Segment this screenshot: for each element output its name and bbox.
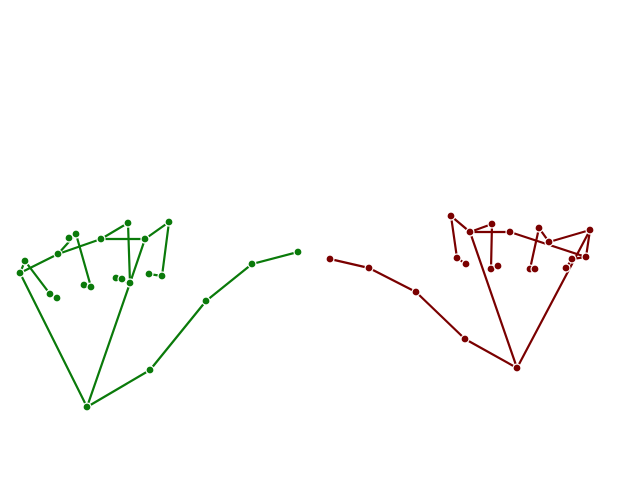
- left-hand-joint-little2: [20, 256, 30, 266]
- right-hand-bone: [463, 337, 519, 370]
- right-hand-joint-b3: [493, 261, 503, 271]
- left-hand-joint-thumb3: [247, 259, 257, 269]
- left-hand-bone: [23, 259, 52, 296]
- right-hand-joint-thumb4: [325, 254, 335, 264]
- right-hand-bone: [328, 257, 371, 270]
- right-hand-bone: [449, 214, 459, 260]
- left-hand-joint-pinky2: [53, 249, 63, 259]
- right-hand-bone: [528, 226, 541, 271]
- left-hand-bone: [18, 271, 89, 409]
- left-hand-bone: [250, 250, 300, 266]
- right-hand-joint-thumb3: [364, 263, 374, 273]
- right-hand-joint-thumb1: [460, 334, 470, 344]
- right-hand-joint-d4: [561, 263, 571, 273]
- right-hand-joint-wrist: [512, 363, 522, 373]
- left-hand-bone: [18, 252, 60, 275]
- left-hand-joint-pinky3: [71, 229, 81, 239]
- left-hand-joint-ring3: [157, 271, 167, 281]
- left-hand-joint-little1: [15, 268, 25, 278]
- right-hand-bone: [468, 230, 519, 370]
- left-hand-joint-thumb1: [145, 365, 155, 375]
- right-hand-joint-d1: [585, 225, 595, 235]
- right-hand-bone: [367, 266, 418, 294]
- right-hand-joint-thumb2: [411, 287, 421, 297]
- right-hand-joint-c3: [544, 237, 554, 247]
- left-hand-bone: [160, 220, 171, 278]
- left-hand-joint-extra1: [86, 282, 96, 292]
- left-hand-bone: [204, 262, 254, 303]
- left-hand-joint-ring2: [164, 217, 174, 227]
- right-hand-bone: [515, 228, 592, 370]
- left-hand-joint-little4: [52, 293, 62, 303]
- left-hand-joint-middle4: [117, 274, 127, 284]
- left-hand-bone: [128, 237, 147, 285]
- left-hand: [15, 217, 303, 412]
- left-hand-joint-ring4: [144, 269, 154, 279]
- left-hand-joint-extra2: [64, 233, 74, 243]
- right-hand-joint-a4: [461, 259, 471, 269]
- left-hand-joint-thumb2: [201, 296, 211, 306]
- right-hand-bone: [547, 228, 592, 244]
- left-hand-joint-middle2: [125, 278, 135, 288]
- right-hand-joint-d3: [567, 254, 577, 264]
- right-hand-joint-c5: [530, 264, 540, 274]
- right-hand-joint-a1: [465, 227, 475, 237]
- left-hand-joint-little3: [45, 289, 55, 299]
- right-hand-bone: [489, 222, 494, 271]
- left-hand-joint-middle1: [123, 218, 133, 228]
- right-hand-bone: [414, 290, 467, 341]
- left-hand-bone: [126, 221, 132, 285]
- left-hand-bone: [148, 299, 208, 372]
- right-hand-joint-c1: [505, 227, 515, 237]
- right-hand-joint-b1: [487, 219, 497, 229]
- right-hand: [325, 211, 595, 373]
- left-hand-joint-pinky1: [96, 234, 106, 244]
- left-hand-bone: [74, 232, 93, 289]
- right-hand-joint-a3: [452, 253, 462, 263]
- right-hand-joint-a2: [446, 211, 456, 221]
- left-hand-bone: [99, 221, 130, 241]
- right-hand-joint-c2: [534, 223, 544, 233]
- left-hand-bone: [85, 281, 132, 409]
- left-hand-joint-thumb4: [293, 247, 303, 257]
- right-hand-joint-d2: [581, 252, 591, 262]
- left-hand-bone: [85, 368, 152, 409]
- left-hand-bone: [143, 220, 171, 241]
- left-hand-joint-ring1: [140, 234, 150, 244]
- left-hand-joint-wrist: [82, 402, 92, 412]
